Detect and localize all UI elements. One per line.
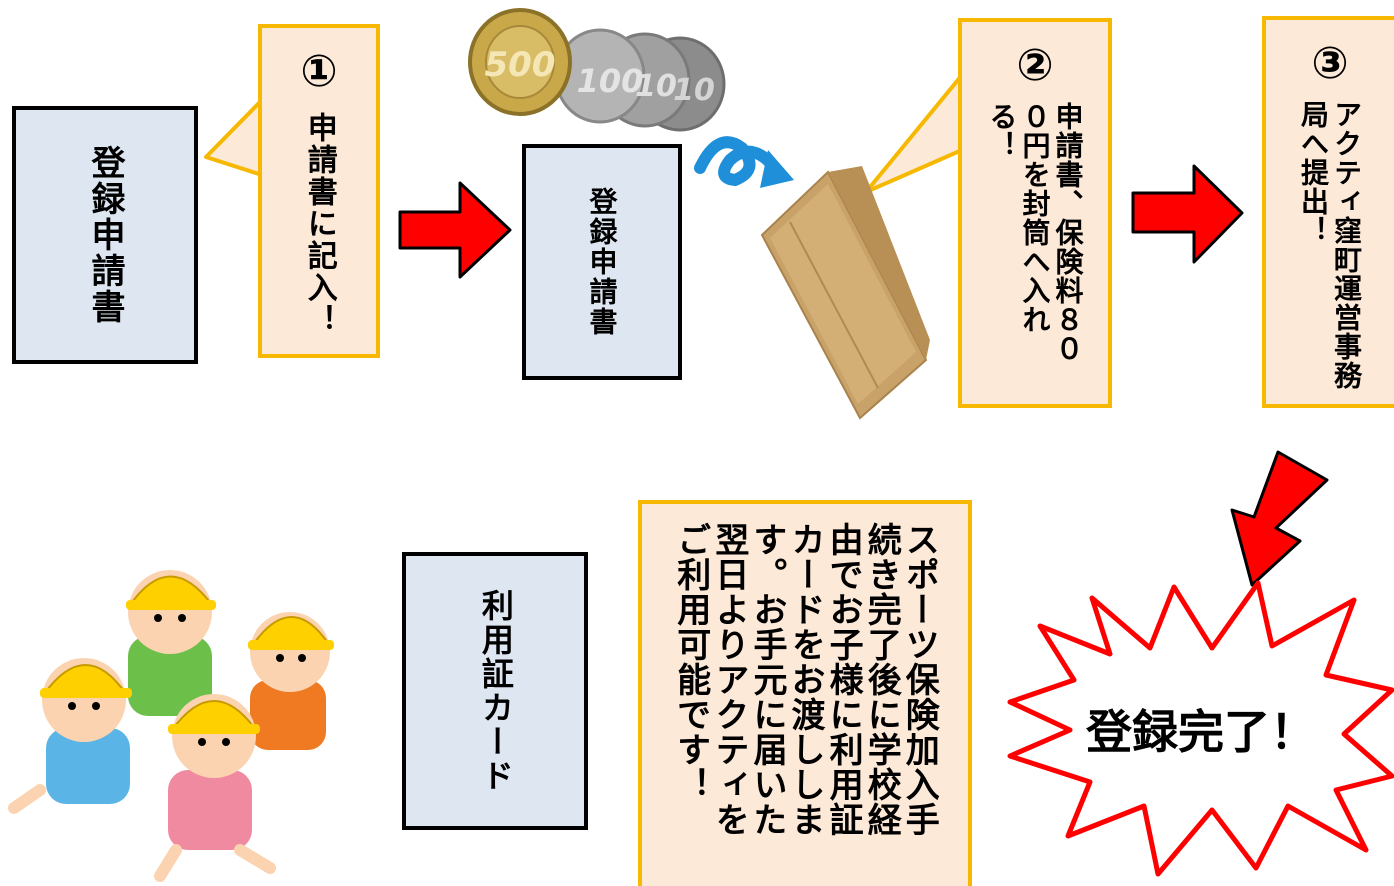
step1-text: 申請書に記入！ [301, 112, 337, 336]
envelope-icon [760, 166, 930, 420]
step1-bubble: ① 申請書に記入！ [258, 24, 380, 358]
arrow-2-icon [1131, 164, 1244, 264]
step2-bubble: ② 申請書、保険料８００円を封筒へ入れる！ [958, 18, 1112, 408]
coins-icon: 500 100 10 10 [468, 8, 726, 132]
coin-100-label: 100 [577, 62, 644, 100]
arrow-down-icon [1230, 450, 1329, 587]
completion-burst [1007, 580, 1394, 877]
notice-text: スポーツ保険加入手続き完了後に学校経由でお子様に利用証カードをお渡しします。お手… [670, 522, 940, 837]
completion-label: 登録完了！ [1086, 705, 1316, 759]
step3-number: ③ [1311, 38, 1349, 89]
step2-text: 申請書、保険料８００円を封筒へ入れる！ [985, 102, 1085, 363]
step3-text: アクティ窪町運営事務局へ提出！ [1297, 100, 1364, 390]
notice-box: スポーツ保険加入手続き完了後に学校経由でお子様に利用証カードをお渡しします。お手… [638, 500, 972, 886]
arrow-1-icon [398, 181, 512, 279]
coin-500-label: 500 [485, 45, 556, 85]
children-illustration [8, 570, 334, 882]
coin-10a-label: 10 [635, 69, 677, 104]
swirl-arrow-icon [694, 136, 794, 188]
bubble2-tail [864, 70, 968, 194]
user-card-doc: 利用証カード [402, 552, 588, 830]
registration-form-doc-1: 登録申請書 [12, 106, 198, 364]
card-label: 利用証カード [476, 589, 515, 793]
doc2-label: 登録申請書 [585, 187, 619, 337]
step3-bubble: ③ アクティ窪町運営事務局へ提出！ [1262, 16, 1394, 408]
step1-number: ① [300, 46, 338, 97]
coin-10b-label: 10 [673, 73, 715, 108]
step2-number: ② [1016, 40, 1054, 91]
doc1-label: 登録申請書 [85, 145, 126, 325]
registration-form-doc-2: 登録申請書 [522, 144, 682, 380]
